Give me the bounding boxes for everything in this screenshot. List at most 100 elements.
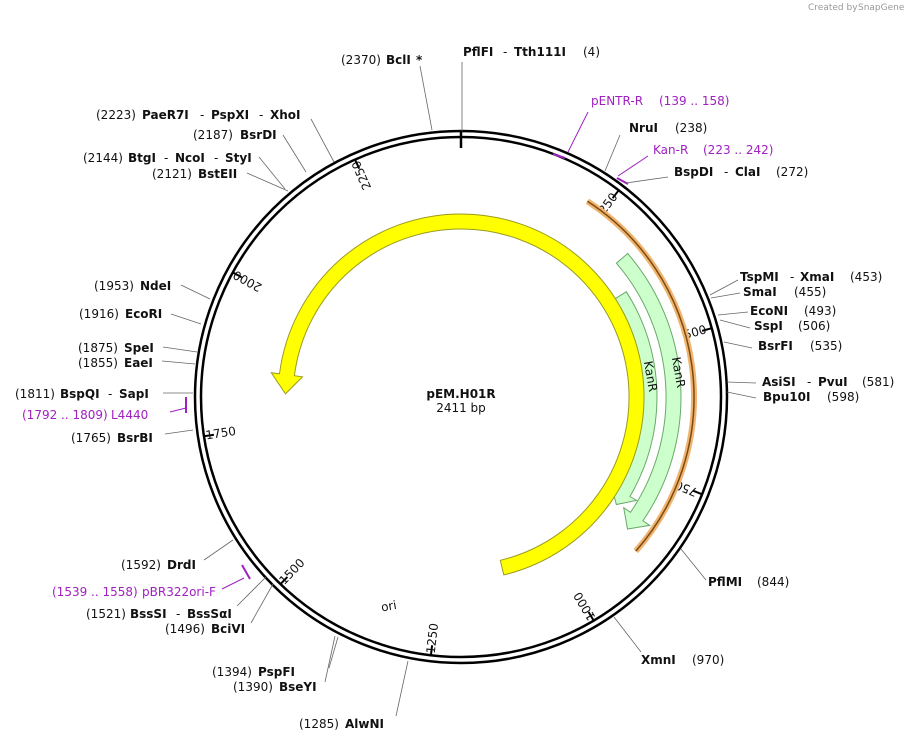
site-pflmi: PflMI: [708, 575, 742, 589]
primer-leader-pentr-r: [567, 111, 589, 153]
site-sapi: SapI: [119, 387, 149, 401]
primer-kan-r: Kan-R: [653, 143, 688, 157]
site-paer7i: PaeR7I: [142, 108, 189, 122]
tick-mark: [429, 645, 434, 656]
feature-label-kanr-inner: KanR: [641, 360, 660, 393]
tick-label: 2250: [349, 159, 374, 193]
site-pos-pflfi: (4): [583, 45, 600, 59]
primer-range-kan-r: (223 .. 242): [703, 143, 773, 157]
primer-pentr-r: pENTR-R: [591, 94, 643, 108]
site-bsrfi: BsrFI: [758, 339, 793, 353]
primer-pbr322ori-f: pBR322ori-F: [142, 585, 216, 599]
kanr-strand-line: [586, 200, 695, 552]
primer-mark-pentr-r: [552, 153, 566, 159]
tick-mark: [232, 271, 243, 279]
site-pos-pflmi: (844): [757, 575, 789, 589]
site-bsteii: BstEII: [198, 167, 237, 181]
tick-mark: [354, 159, 361, 170]
site-ecori: EcoRI: [125, 307, 162, 321]
site-xmni: XmnI: [641, 653, 676, 667]
site-pos-pspfi: (1394): [212, 665, 252, 679]
plasmid-name: pEM.H01R: [426, 387, 495, 401]
site-styi: StyI: [225, 151, 252, 165]
site-pos-nrui: (238): [675, 121, 707, 135]
tick-label: 1500: [276, 556, 307, 588]
site-asisi: AsiSI: [762, 375, 796, 389]
site-pflfi: PflFI: [463, 45, 493, 59]
site-sep: -: [724, 165, 728, 179]
tick-mark: [203, 433, 215, 438]
primer-range-pbr322ori-f: (1539 .. 1558): [52, 585, 138, 599]
site-clai: ClaI: [735, 165, 760, 179]
site-pos-bspdi: (272): [776, 165, 808, 179]
primer-range-pentr-r: (139 .. 158): [659, 94, 729, 108]
feature-label-ori: ori: [380, 598, 398, 614]
site-drdi: DrdI: [167, 558, 196, 572]
site-sep: -: [503, 45, 507, 59]
site-tth111i: Tth111I: [514, 45, 566, 59]
site-pos-bcivi: (1496): [165, 622, 205, 636]
site-bcivi: BciVI: [211, 622, 245, 636]
site-bsrbi: BsrBI: [117, 431, 153, 445]
site-pos-bsrbi: (1765): [71, 431, 111, 445]
site-bsssai: BssSαI: [187, 607, 232, 621]
site-ncoi: NcoI: [175, 151, 205, 165]
site-bcli-mark: *: [416, 53, 423, 67]
site-pvui: PvuI: [818, 375, 848, 389]
site-pos-xmni: (970): [692, 653, 724, 667]
site-pos-econi: (493): [804, 304, 836, 318]
site-pos-drdi: (1592): [121, 558, 161, 572]
primer-mark-pbr322ori-f: [241, 564, 251, 580]
site-sep: -: [108, 387, 112, 401]
site-btgi: BtgI: [128, 151, 156, 165]
site-pos-sspi: (506): [798, 319, 830, 333]
site-pspxi: PspXI: [211, 108, 249, 122]
site-bspqi: BspQI: [60, 387, 100, 401]
site-pos-bpu10i: (598): [827, 390, 859, 404]
tick-label: 1750: [205, 424, 237, 442]
site-spei: SpeI: [124, 341, 154, 355]
tick-mark: [587, 611, 595, 622]
site-pos-eaei: (1855): [78, 356, 118, 370]
site-alwni: AlwNI: [345, 717, 384, 731]
site-bseyi: BseYI: [279, 680, 317, 694]
site-sspi: SspI: [754, 319, 783, 333]
site-pos-bsssi: (1521): [86, 607, 126, 621]
site-xmai: XmaI: [800, 270, 834, 284]
site-pos-tspmi: (453): [850, 270, 882, 284]
site-pos-ecori: (1916): [79, 307, 119, 321]
site-leader-lines: [161, 62, 757, 717]
site-pos-alwni: (1285): [299, 717, 339, 731]
site-eaei: EaeI: [124, 356, 153, 370]
tick-label: 2000: [231, 268, 265, 295]
site-pos-bcli: (2370): [341, 53, 381, 67]
site-xhoi: XhoI: [270, 108, 301, 122]
site-pos-bsrdi: (2187): [193, 128, 233, 142]
site-sep: -: [259, 108, 263, 122]
plasmid-length: 2411 bp: [436, 401, 486, 415]
primer-leader-kan-r: [617, 155, 649, 177]
feature-label-kanr-outer: KanR: [669, 356, 688, 389]
site-pos-btgi: (2144): [83, 151, 123, 165]
credit-brand: SnapGene: [858, 3, 905, 13]
site-bspdi: BspDI: [674, 165, 713, 179]
tick-mark: [701, 327, 712, 332]
feature-ori: [270, 213, 645, 576]
primer-leader-pbr322ori-f: [221, 577, 245, 590]
site-sep: -: [214, 151, 218, 165]
site-pos-spei: (1875): [78, 341, 118, 355]
site-sep: -: [807, 375, 811, 389]
feature-kanr-outer: [615, 252, 682, 530]
site-sep: -: [164, 151, 168, 165]
site-pos-smai: (455): [794, 285, 826, 299]
site-pos-bseyi: (1390): [233, 680, 273, 694]
site-sep: -: [200, 108, 204, 122]
site-sep: -: [790, 270, 794, 284]
tick-mark: [279, 576, 289, 585]
tick-label: 1250: [424, 622, 441, 654]
site-bcli: BclI: [386, 53, 411, 67]
site-pos-bsrfi: (535): [810, 339, 842, 353]
